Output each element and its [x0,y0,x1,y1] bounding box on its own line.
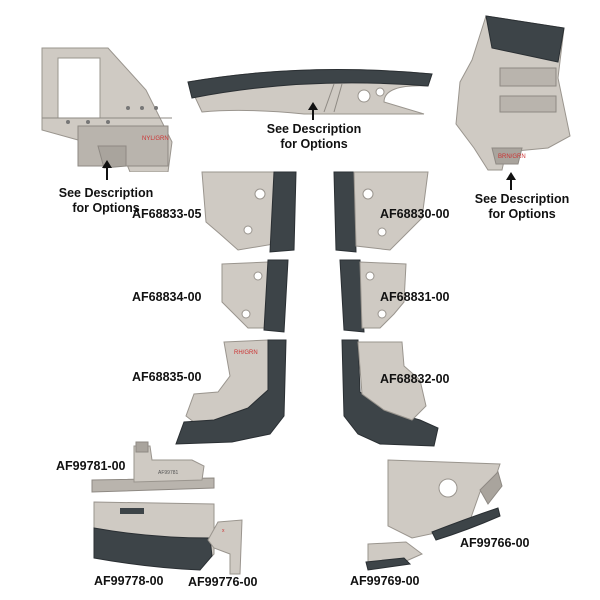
baffle-top-right: BRN/GRN [455,15,571,171]
option-label-left-line1: See Description [58,186,154,200]
part-af99769 [365,541,423,571]
svg-text:NYL/GRN: NYL/GRN [142,136,169,142]
label-af68834: AF68834-00 [132,290,202,304]
label-af68835: AF68835-00 [132,370,202,384]
baffle-top-left: NYL/GRN [41,47,173,172]
svg-text:RH/GRN: RH/GRN [234,350,258,356]
option-label-right-line1: See Description [474,192,570,206]
svg-text:x: x [222,528,225,534]
part-af99776: x [207,519,243,575]
label-af99781: AF99781-00 [56,459,126,473]
part-af99781: AF99781 [91,441,215,493]
arrow-stem-center [312,108,314,120]
label-af68832: AF68832-00 [380,372,450,386]
label-af99778: AF99778-00 [94,574,164,588]
arrow-stem-left [106,166,108,180]
part-af99766 [387,459,503,541]
part-af99778 [93,501,215,571]
option-label-center-line2: for Options [280,137,348,151]
label-af68833: AF68833-05 [132,207,202,221]
option-label-right-line2: for Options [488,207,556,221]
label-af99776: AF99776-00 [188,575,258,589]
arrow-up-icon-center [308,102,318,110]
part-af68833 [201,171,297,253]
part-af68831 [339,259,407,333]
baffle-top-center [187,69,433,115]
label-af68830: AF68830-00 [380,207,450,221]
option-label-center-line1: See Description [266,122,362,136]
option-label-center: See Description for Options [254,122,374,152]
label-af68831: AF68831-00 [380,290,450,304]
option-label-left: See Description for Options [46,186,166,216]
option-label-left-line2: for Options [72,201,140,215]
part-af68834 [221,259,289,333]
svg-text:AF99781: AF99781 [158,470,179,476]
part-af68830 [333,171,429,253]
arrow-up-icon-left [102,160,112,168]
arrow-up-icon-right [506,172,516,180]
option-label-right: See Description for Options [462,192,582,222]
arrow-stem-right [510,178,512,190]
label-af99766: AF99766-00 [460,536,530,550]
part-af68832 [341,339,439,447]
label-af99769: AF99769-00 [350,574,420,588]
part-af68835: RH/GRN [175,339,287,445]
svg-text:BRN/GRN: BRN/GRN [498,154,526,160]
